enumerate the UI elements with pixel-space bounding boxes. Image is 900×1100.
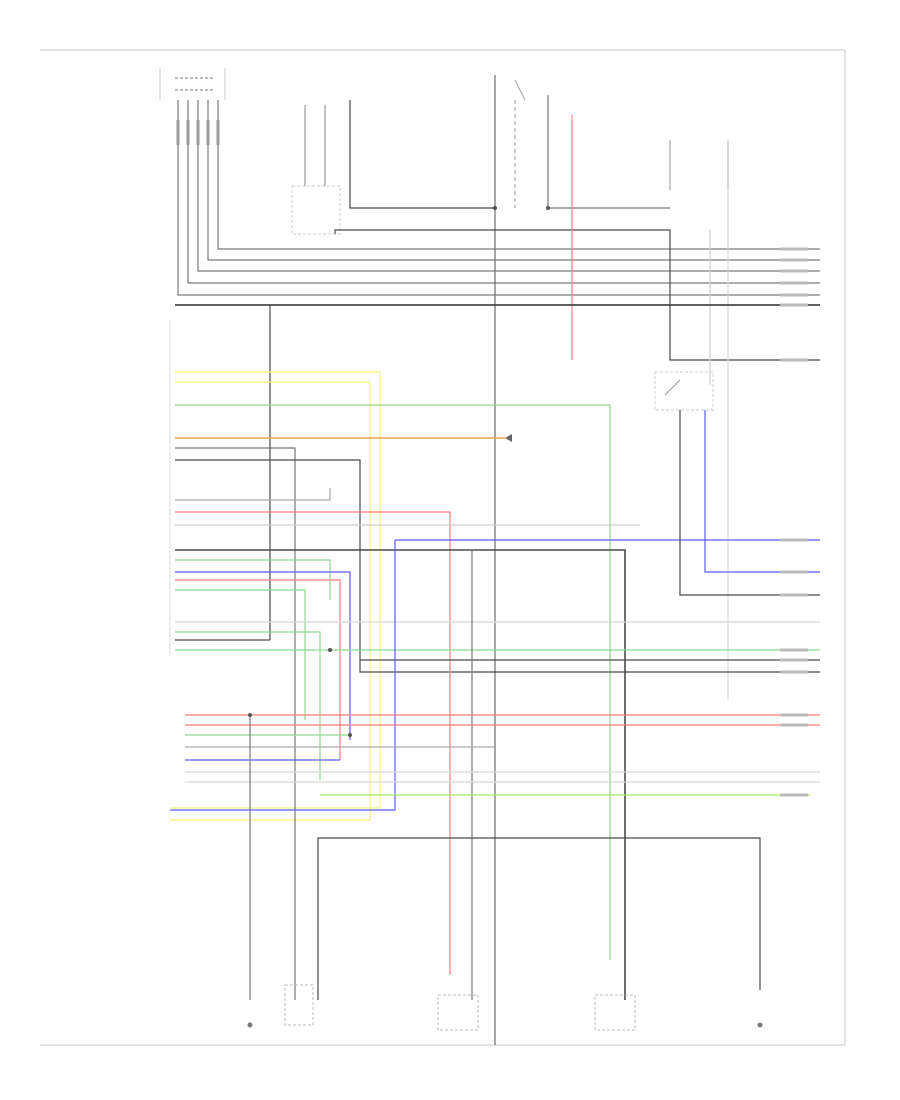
ground-symbols <box>247 1022 763 1028</box>
orange-wire-terminal <box>505 434 512 442</box>
splice-points <box>248 206 550 737</box>
top-middle-sensor <box>291 105 341 235</box>
top-left-wire-bundle <box>177 100 820 296</box>
bottom-bus <box>317 837 761 1000</box>
right-terminals <box>780 247 808 797</box>
top-left-connector <box>159 68 226 100</box>
upper-middle-wires <box>334 75 820 1045</box>
ecm-harness-wires <box>170 304 820 1000</box>
bottom-components <box>284 984 636 1031</box>
lower-harness-wires <box>185 714 820 1000</box>
neutral-position-switch <box>654 371 714 411</box>
wire-code-marks-top-left <box>176 120 220 145</box>
